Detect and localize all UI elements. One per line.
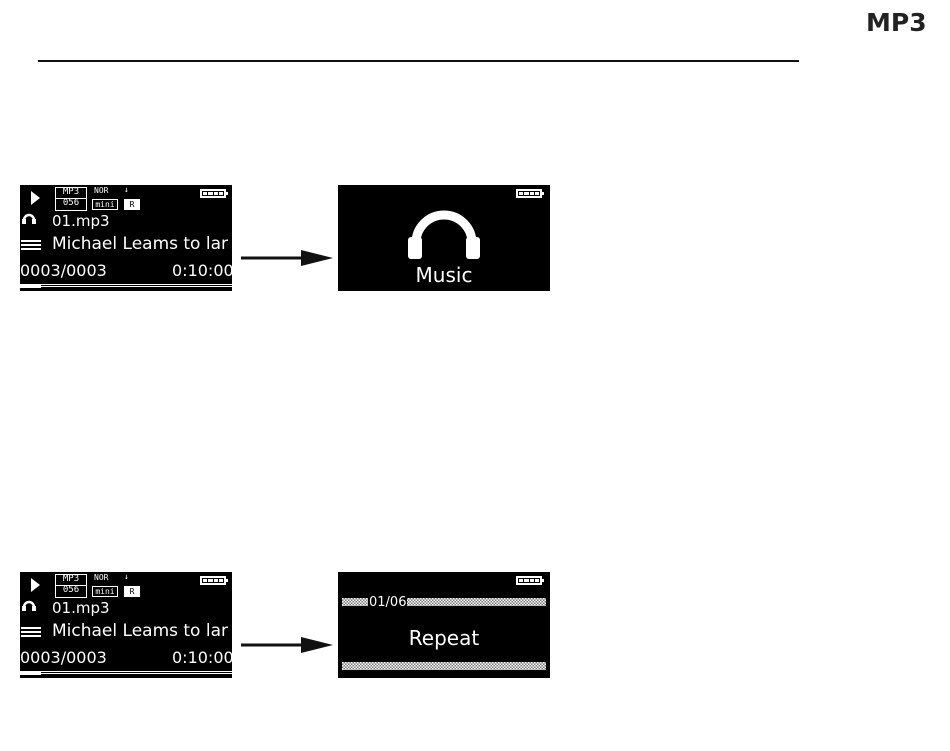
format-badge: MP3 056: [55, 187, 87, 211]
list-icon: [21, 240, 41, 251]
song-title: Michael Leams to lar: [52, 234, 228, 254]
format-bottom: 056: [56, 199, 86, 209]
battery-icon: [200, 189, 226, 198]
battery-icon: [516, 576, 542, 585]
format-badge: MP3 056: [55, 574, 87, 598]
battery-icon: [200, 576, 226, 585]
player-screen-2: MP3 056 NOR mini ↓ R 01.mp3 Michael Leam…: [20, 572, 232, 678]
song-title: Michael Leams to lar: [52, 621, 228, 641]
track-counter: 0003/0003: [20, 261, 107, 280]
filename: 01.mp3: [52, 599, 110, 617]
play-icon: [31, 191, 40, 205]
headphone-icon: [22, 599, 36, 611]
arrow-right-icon: [241, 248, 333, 268]
arrow-right-icon: [241, 635, 333, 655]
screen-label: Music: [338, 263, 550, 287]
repeat-top: ↓: [124, 186, 129, 194]
headphone-icon: [406, 203, 482, 259]
elapsed-time: 0:10:00: [172, 261, 232, 280]
repeat-top: ↓: [124, 573, 129, 581]
eq-top: NOR: [94, 574, 108, 582]
eq-top: NOR: [94, 187, 108, 195]
repeat-counter: 01/06: [368, 596, 407, 609]
player-screen-1: MP3 056 NOR mini ↓ R 01.mp3 Michael Leam…: [20, 185, 232, 291]
eq-bottom: mini: [92, 199, 118, 210]
list-icon: [21, 627, 41, 638]
headphone-icon: [22, 212, 36, 224]
play-icon: [31, 578, 40, 592]
repeat-bottom: R: [124, 199, 140, 210]
filename: 01.mp3: [52, 212, 110, 230]
progress-track: [20, 671, 232, 674]
header-rule: [38, 60, 799, 62]
eq-bottom: mini: [92, 586, 118, 597]
elapsed-time: 0:10:00: [172, 648, 232, 667]
repeat-screen: 01/06 Repeat: [338, 572, 550, 678]
music-screen: Music: [338, 185, 550, 291]
format-bottom: 056: [56, 586, 86, 596]
progress-fill: [20, 284, 41, 288]
screen-label: Repeat: [338, 626, 550, 650]
progress-track: [20, 284, 232, 287]
repeat-bottom: R: [124, 586, 140, 597]
track-counter: 0003/0003: [20, 648, 107, 667]
progress-fill: [20, 671, 41, 675]
page-title: MP3: [866, 8, 927, 37]
battery-icon: [516, 189, 542, 198]
dither-bar-bottom: [342, 662, 546, 670]
